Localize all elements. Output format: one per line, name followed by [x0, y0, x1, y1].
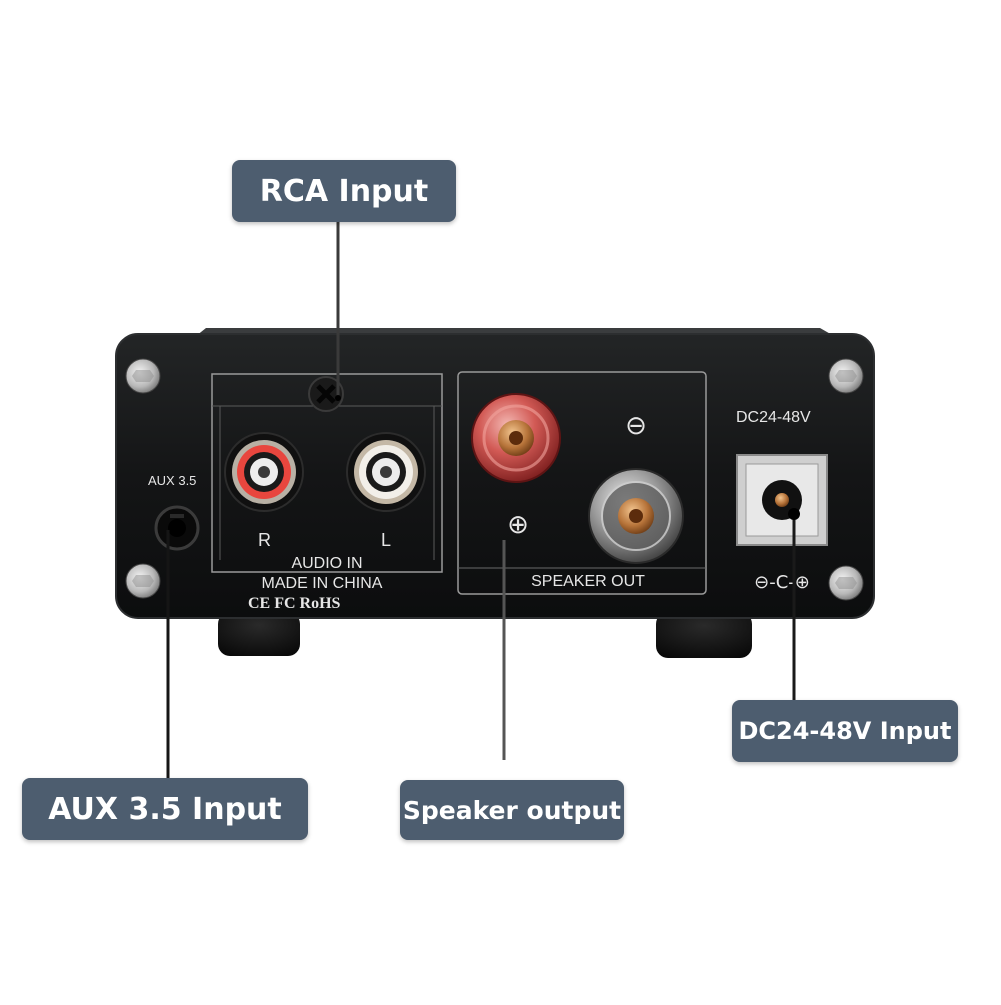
- dc-panel-label: DC24-48V: [736, 409, 811, 426]
- aux-input-callout: AUX 3.5 Input: [22, 778, 308, 840]
- left-foot: [218, 612, 300, 656]
- aux-panel-label: AUX 3.5: [148, 473, 196, 488]
- rca-jack-right: [224, 432, 304, 512]
- audio-in-frame: [211, 373, 443, 573]
- rca-input-callout: RCA Input: [232, 160, 456, 222]
- made-in-label: MADE IN CHINA: [262, 575, 383, 592]
- screw-bottom-left: [125, 563, 161, 599]
- dc-input-callout: DC24-48V Input: [732, 700, 958, 762]
- screw-top-right: [828, 358, 864, 394]
- screw-bottom-right: [828, 565, 864, 601]
- right-foot: [656, 612, 752, 658]
- speaker-post-negative: [588, 468, 684, 564]
- speaker-out-label: SPEAKER OUT: [531, 573, 645, 590]
- rca-r-label: R: [258, 530, 271, 550]
- cert-marks: CE FC RoHS: [248, 595, 341, 612]
- audio-in-label: AUDIO IN: [291, 555, 362, 572]
- speaker-post-positive: [471, 393, 561, 483]
- minus-mark: ⊖: [625, 411, 647, 441]
- dc-jack: [736, 454, 828, 546]
- speaker-output-callout: Speaker output: [400, 780, 624, 840]
- rca-panel-screw: [308, 376, 344, 412]
- rca-l-label: L: [381, 530, 391, 550]
- screw-top-left: [125, 358, 161, 394]
- plus-mark: ⊕: [507, 510, 529, 540]
- dc-polarity-symbol: ⊖-C-⊕: [754, 572, 810, 593]
- speaker-out-frame: [457, 371, 707, 595]
- rca-jack-left: [346, 432, 426, 512]
